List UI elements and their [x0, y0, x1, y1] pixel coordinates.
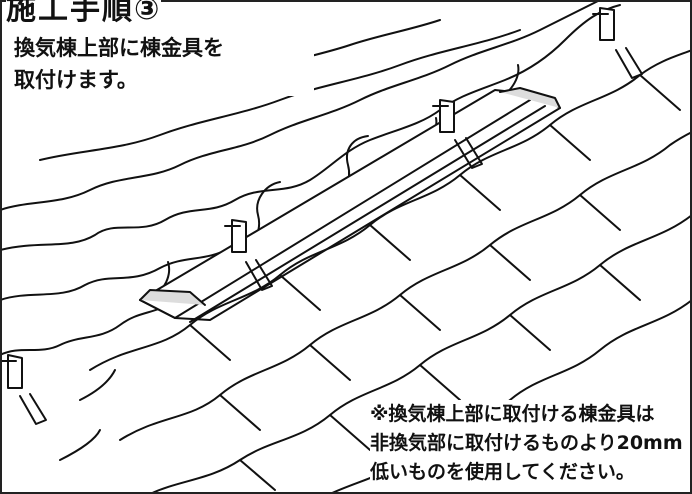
note-line: 非換気部に取付けるものより20mm	[370, 429, 690, 458]
lower-tile-field	[59, 49, 692, 494]
ridge-vent	[139, 87, 561, 323]
caution-note: ※換気棟上部に取付ける棟金具は 非換気部に取付けるものより20mm 低いものを使…	[370, 400, 690, 487]
ridge-brackets	[1, 7, 643, 425]
instruction-line: 換気棟上部に棟金具を	[14, 32, 314, 64]
note-line: 低いものを使用してください。	[370, 458, 690, 487]
note-line: ※換気棟上部に取付ける棟金具は	[370, 400, 690, 429]
step-title: 施工手順③	[6, 0, 162, 28]
instruction-line: 取付けます。	[14, 64, 314, 96]
instruction-text: 換気棟上部に棟金具を 取付けます。	[14, 32, 314, 96]
